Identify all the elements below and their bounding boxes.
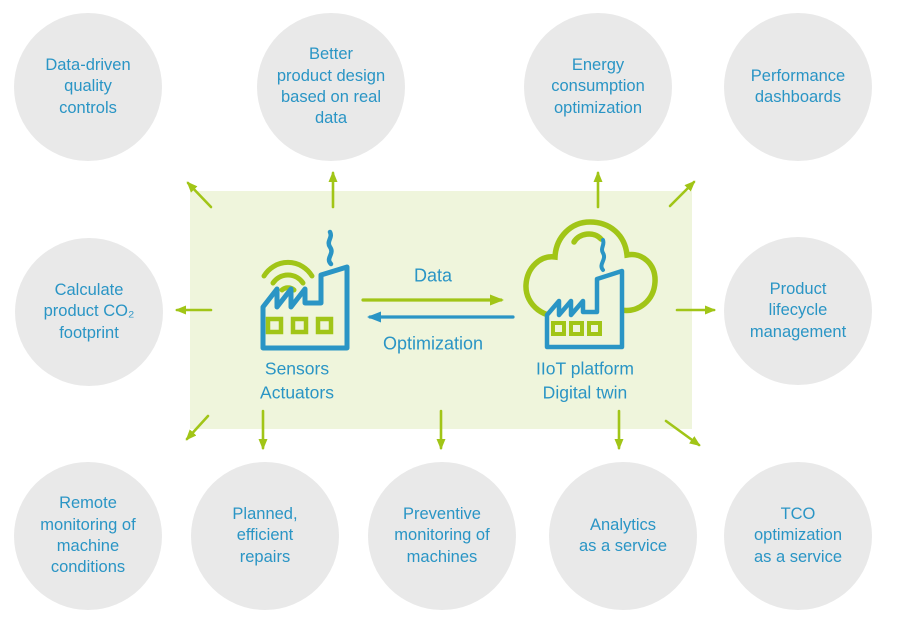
benefit-data-driven-quality-controls: Data-driven quality controls: [14, 13, 162, 161]
smoke-icon: [599, 238, 606, 272]
factory-windows: [265, 316, 334, 335]
benefit-label: Better product design based on real data: [276, 45, 386, 128]
data-flow-label: Data: [413, 265, 453, 286]
benefit-label: Performance dashboards: [750, 66, 846, 106]
benefit-label: Data-driven quality controls: [45, 55, 131, 117]
benefit-label: Planned, efficient repairs: [232, 504, 298, 566]
benefit-label: TCO optimization as a service: [753, 504, 843, 566]
cloud-platform-icon: [523, 219, 658, 350]
benefit-preventive-monitoring: Preventive monitoring of machines: [368, 462, 516, 610]
benefit-label: Calculate product CO₂ footprint: [43, 280, 135, 342]
cloud-icon: [523, 219, 658, 319]
benefit-planned-efficient-repairs: Planned, efficient repairs: [191, 462, 339, 610]
iiot-platform-label: IIoT platform Digital twin: [536, 358, 634, 402]
benefit-tco-optimization: TCO optimization as a service: [724, 462, 872, 610]
factory-windows: [551, 321, 602, 336]
benefit-product-lifecycle-management: Product lifecycle management: [724, 237, 872, 385]
benefit-label: Analytics as a service: [578, 515, 668, 555]
factory-sensors-icon: [260, 229, 350, 351]
benefit-performance-dashboards: Performance dashboards: [724, 13, 872, 161]
smoke-icon: [326, 229, 334, 267]
benefit-analytics-as-a-service: Analytics as a service: [549, 462, 697, 610]
benefit-label: Product lifecycle management: [749, 279, 847, 341]
benefit-label: Energy consumption optimization: [551, 55, 645, 117]
factory-building: [260, 264, 350, 351]
benefit-energy-consumption-optimization: Energy consumption optimization: [524, 13, 672, 161]
benefit-label: Remote monitoring of machine conditions: [40, 494, 136, 577]
benefit-label: Preventive monitoring of machines: [394, 504, 490, 566]
wifi-signal-icon: [261, 259, 315, 293]
optimization-flow-label: Optimization: [382, 333, 484, 354]
benefit-better-product-design: Better product design based on real data: [257, 13, 405, 161]
sensors-actuators-label: Sensors Actuators: [260, 358, 334, 402]
benefit-calculate-co2-footprint: Calculate product CO₂ footprint: [15, 238, 163, 386]
benefit-remote-monitoring: Remote monitoring of machine conditions: [14, 462, 162, 610]
